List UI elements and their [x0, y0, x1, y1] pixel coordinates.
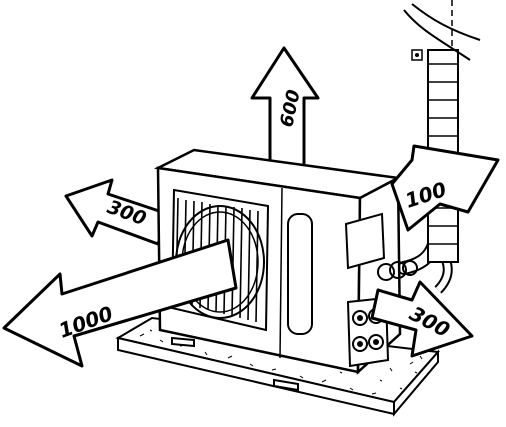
pipe-coils	[377, 260, 418, 281]
front-clearance-arrow	[2, 238, 238, 368]
right-clearance-arrow	[390, 144, 500, 232]
right-front-clearance-arrow	[370, 280, 474, 358]
